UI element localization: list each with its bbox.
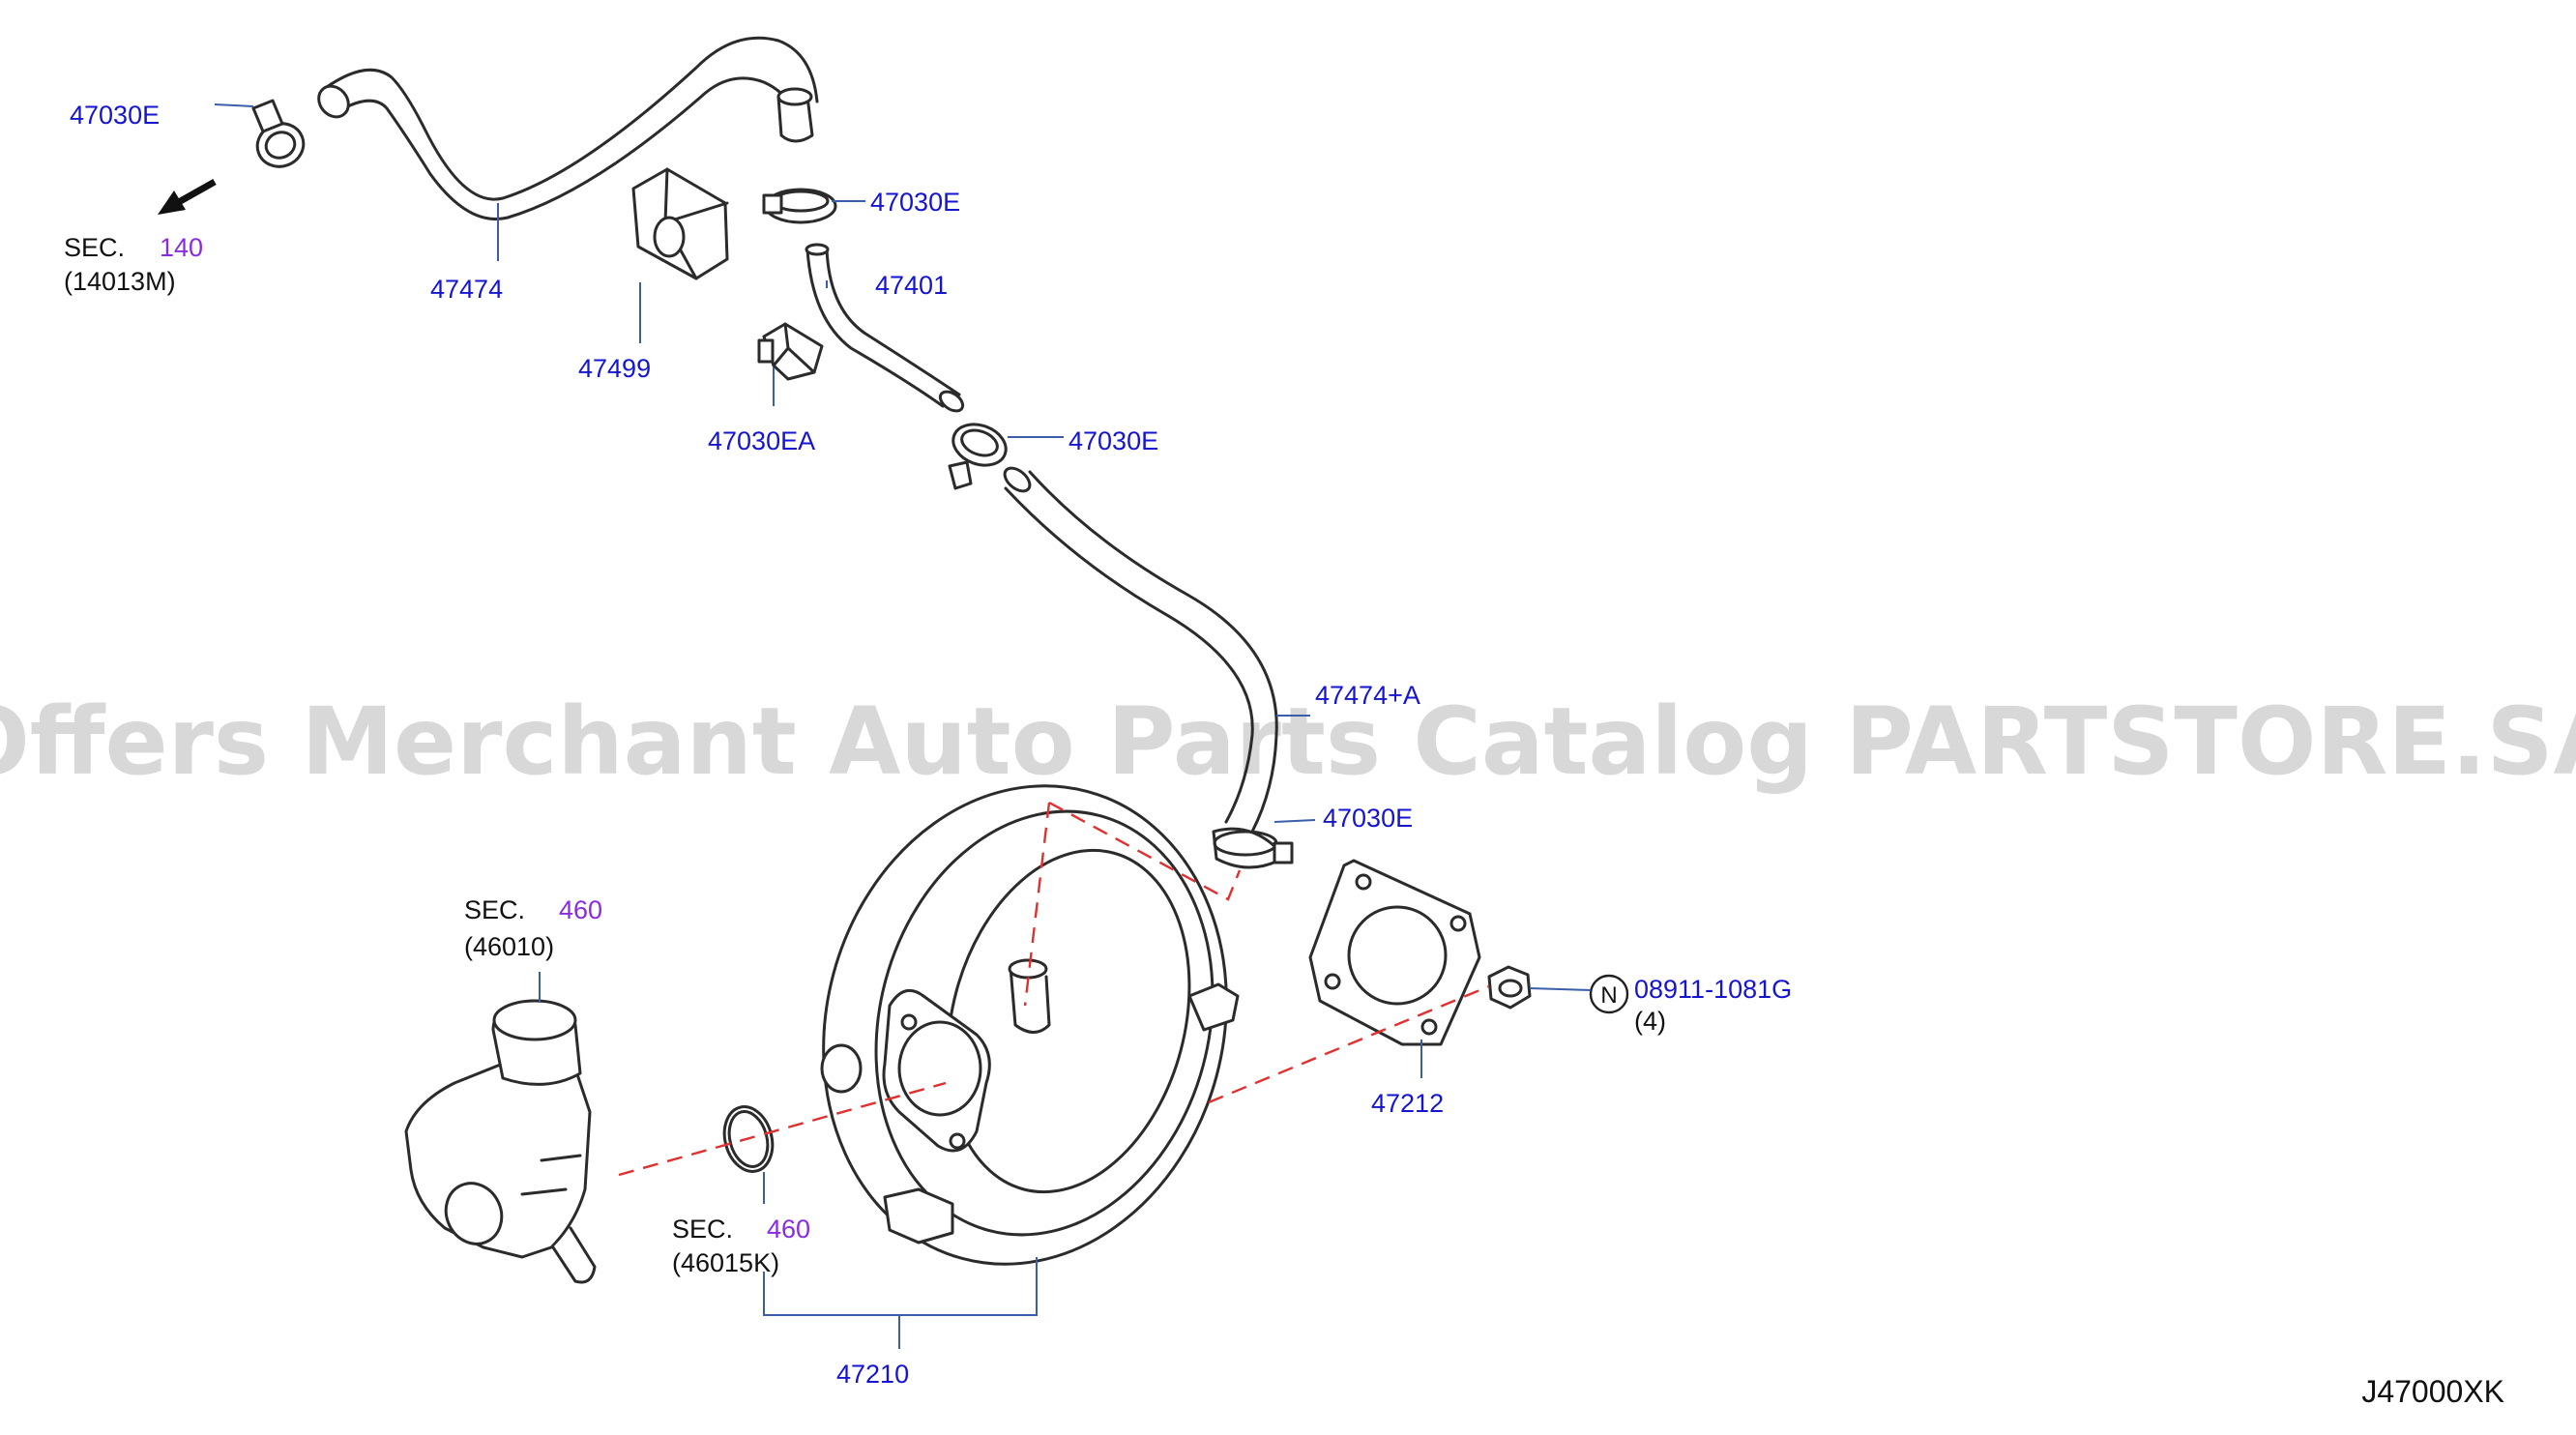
- clip-47030ea[interactable]: [757, 322, 824, 381]
- sec-460-master-ref: (46010): [464, 932, 554, 961]
- sec-140-prefix: SEC.: [64, 233, 125, 262]
- label-clamp-top-right: 47030E: [870, 188, 960, 217]
- sec-460-master-prefix: SEC.: [464, 895, 525, 924]
- watermark: Offers Merchant Auto Parts Catalog PARTS…: [0, 688, 2576, 796]
- diagram-code: J47000XK: [2361, 1374, 2504, 1409]
- leader-lines: [214, 103, 1592, 1349]
- label-clamp-mid: 47030E: [1068, 426, 1158, 455]
- label-clamp-top-left: 47030E: [70, 101, 160, 130]
- clamp-47030e-lower[interactable]: [1212, 827, 1294, 869]
- nut-marker-circle: [1589, 974, 1629, 1014]
- clamp-47030e-top-left[interactable]: [251, 99, 309, 173]
- hose-47401[interactable]: [805, 243, 966, 415]
- label-hose-lower: 47474+A: [1315, 681, 1420, 710]
- sec-460-master-number[interactable]: 460: [559, 895, 602, 924]
- label-hose-mid: 47401: [875, 271, 948, 300]
- label-booster: 47210: [836, 1360, 909, 1389]
- alignment-lines: [618, 801, 1490, 1177]
- label-clip: 47030EA: [708, 426, 815, 455]
- sec-140-ref: (14013M): [64, 267, 176, 296]
- hose-47474-a[interactable]: [1001, 463, 1278, 834]
- label-nut-qty: (4): [1634, 1007, 1666, 1036]
- master-cylinder-460[interactable]: [404, 999, 597, 1284]
- sec-460-oring-ref: (46015K): [672, 1248, 779, 1277]
- sec-460-oring-number[interactable]: 460: [767, 1215, 810, 1244]
- label-gasket: 47212: [1371, 1089, 1444, 1118]
- label-nut: 08911-1081G: [1634, 975, 1792, 1004]
- label-clamp-lower: 47030E: [1323, 804, 1413, 833]
- direction-arrow: [158, 178, 217, 215]
- hose-47474[interactable]: [312, 36, 819, 220]
- sec-460-oring-prefix: SEC.: [672, 1215, 733, 1244]
- clamp-47030e-mid[interactable]: [948, 418, 1011, 490]
- brake-booster-47210[interactable]: [771, 740, 1278, 1309]
- sec-140-number[interactable]: 140: [160, 233, 203, 262]
- nut-marker-letter: N: [1600, 982, 1617, 1009]
- label-damper: 47499: [578, 354, 651, 383]
- gasket-47212[interactable]: [1308, 859, 1481, 1046]
- nut-08911-1081g[interactable]: [1487, 965, 1532, 1010]
- clamp-47030e-top-right[interactable]: [762, 188, 837, 224]
- damper-47499[interactable]: [631, 167, 729, 280]
- label-hose-upper: 47474: [430, 275, 503, 304]
